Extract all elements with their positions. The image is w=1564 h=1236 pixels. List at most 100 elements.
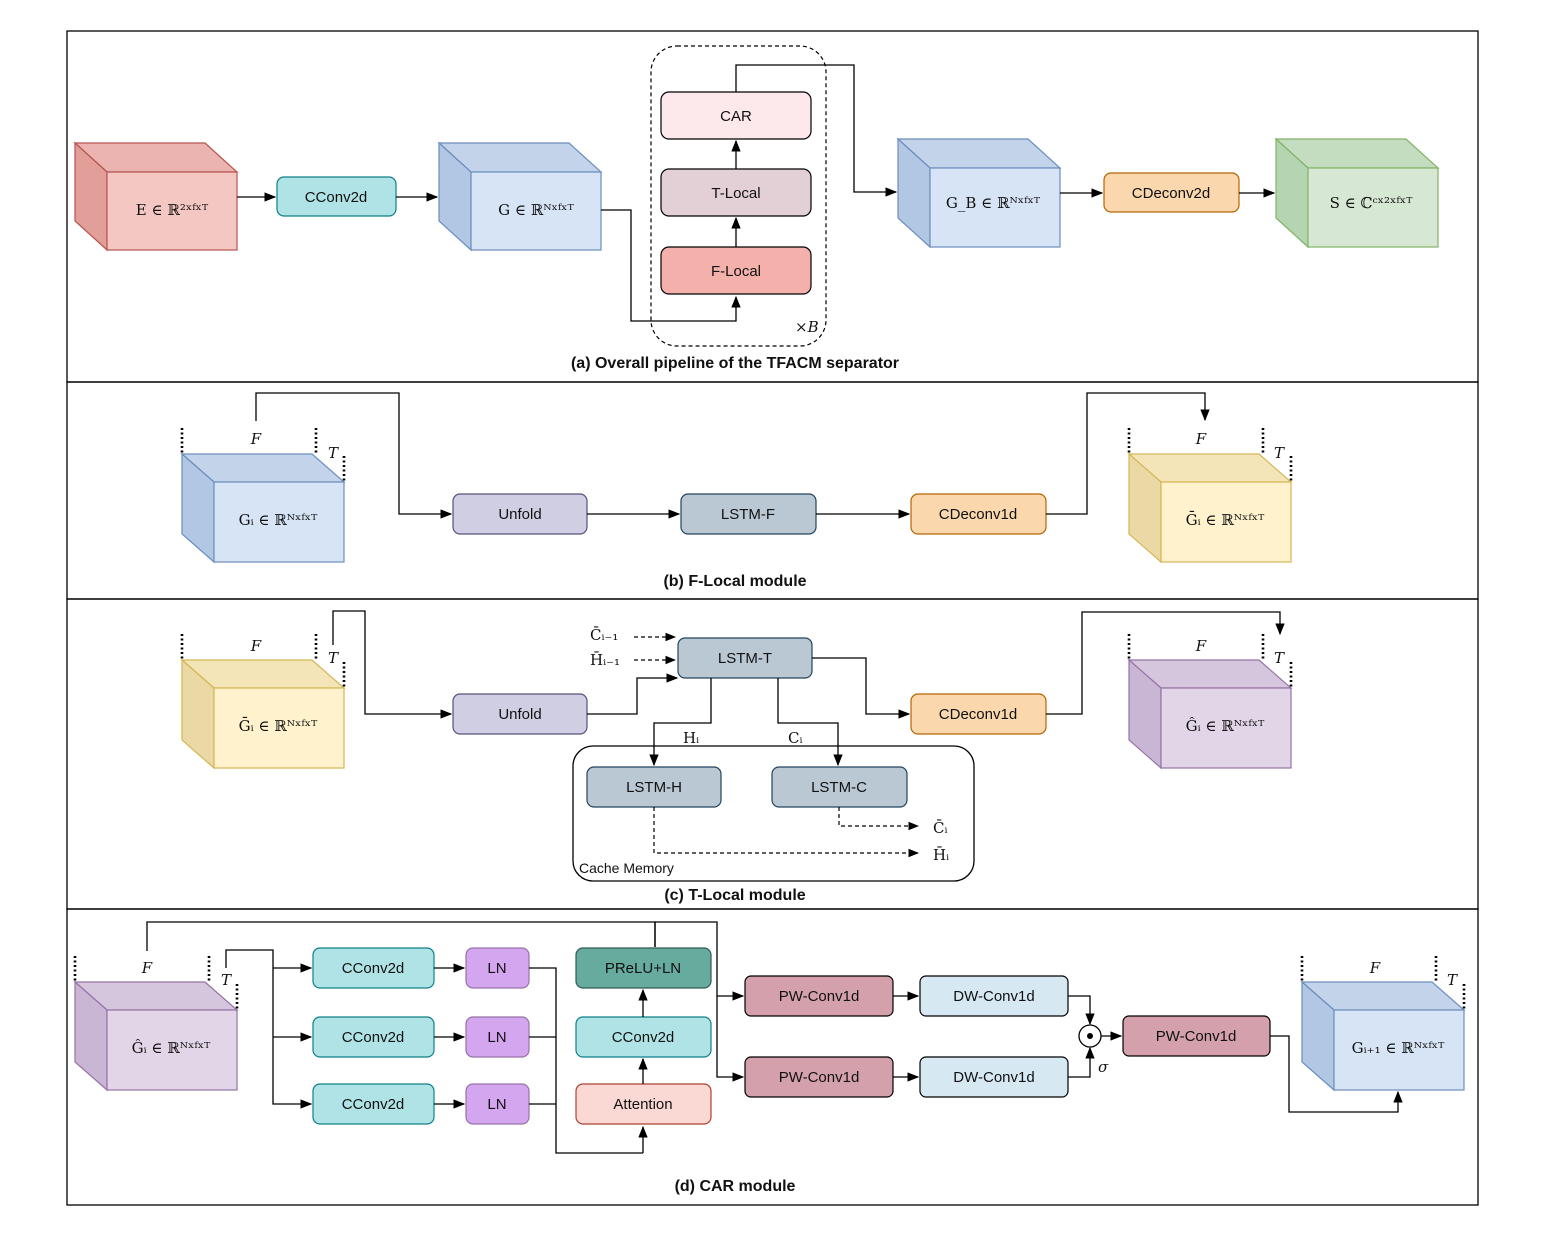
cdeconv2d-box: CDeconv2d [1103,172,1240,213]
c-out-dim-t: T [1274,649,1285,667]
b-out-dim-f: F [1195,430,1207,448]
pw-conv1d-top-label: PW-Conv1d [779,988,860,1005]
dw-conv1d-bottom-label: DW-Conv1d [953,1069,1034,1086]
gb-label: G_B ∈ ℝᴺˣᶠˣᵀ [946,194,1041,212]
b-cdeconv1d-label: CDeconv1d [939,506,1017,523]
output-s-label: S ∈ ℂᶜˣ²ˣᶠˣᵀ [1330,194,1413,212]
b-input-cube: F T Gᵢ ∈ ℝᴺˣᶠˣᵀ [180,428,346,564]
d-out-dim-f: F [1369,959,1381,977]
sigma-label: σ [1098,1058,1109,1076]
panel-c: F T Ḡᵢ ∈ ℝᴺˣᶠˣᵀ Unfold C̄ᵢ₋₁ H̄ᵢ₋₁ LSTM-… [180,610,1293,904]
b-cdeconv1d-box: CDeconv1d [910,493,1047,535]
car-label: CAR [720,108,752,125]
d-output-label: Gᵢ₊₁ ∈ ℝᴺˣᶠˣᵀ [1352,1039,1445,1057]
c-input-cube: F T Ḡᵢ ∈ ℝᴺˣᶠˣᵀ [180,634,346,770]
d-cconv2d-3-label: CConv2d [342,1096,405,1113]
c-output-cube: F T Ĝᵢ ∈ ℝᴺˣᶠˣᵀ [1127,634,1293,770]
dw-conv1d-top: DW-Conv1d [919,975,1069,1017]
b-in-dim-f: F [250,430,262,448]
panel-d: F T Ĝᵢ ∈ ℝᴺˣᶠˣᵀ CConv2d CConv2d CConv2d … [73,921,1466,1195]
lstm-f-label: LSTM-F [721,506,775,523]
c-in-dim-t: T [328,649,339,667]
c-cdeconv1d-box: CDeconv1d [910,693,1047,735]
d-cconv2d-1: CConv2d [312,947,435,989]
h-bar-label: H̄ᵢ [933,846,949,864]
d-ln-3-label: LN [487,1096,506,1113]
c-i-label: Cᵢ [788,729,803,747]
c-bar-label: C̄ᵢ [933,819,948,837]
output-s-cube: S ∈ ℂᶜˣ²ˣᶠˣᵀ [1274,137,1440,249]
lstm-c-box: LSTM-C [771,766,908,808]
c-prev-label: C̄ᵢ₋₁ [590,626,618,644]
d-ln-2-label: LN [487,1029,506,1046]
lstm-c-label: LSTM-C [811,779,867,796]
d-input-label: Ĝᵢ ∈ ℝᴺˣᶠˣᵀ [132,1039,211,1057]
t-local-label: T-Local [711,185,760,202]
pw-conv1d-top: PW-Conv1d [744,975,894,1017]
panel-a: E ∈ ℝ²ˣᶠˣᵀ CConv2d G ∈ ℝᴺˣᶠˣᵀ ×B CAR T-L… [73,45,1440,372]
t-local-box: T-Local [660,168,812,217]
prelu-ln-label: PReLU+LN [605,960,681,977]
g-label: G ∈ ℝᴺˣᶠˣᵀ [498,201,574,219]
panel-d-frame [66,908,1479,1206]
f-local-box: F-Local [660,246,812,295]
cconv2d-a-box: CConv2d [276,176,397,217]
f-local-label: F-Local [711,263,761,280]
d-ln-3: LN [465,1083,530,1125]
pw-conv1d-final: PW-Conv1d [1122,1015,1271,1057]
b-output-cube: F T Ḡᵢ ∈ ℝᴺˣᶠˣᵀ [1127,428,1293,564]
lstm-h-label: LSTM-H [626,779,682,796]
d-ln-1: LN [465,947,530,989]
h-prev-label: H̄ᵢ₋₁ [590,651,620,669]
input-e-cube: E ∈ ℝ²ˣᶠˣᵀ [73,141,239,252]
lstm-t-box: LSTM-T [677,637,813,679]
b-in-dim-t: T [328,444,339,462]
lstm-t-label: LSTM-T [718,650,772,667]
caption-c: (c) T-Local module [664,887,805,904]
b-unfold-label: Unfold [498,506,541,523]
c-unfold-label: Unfold [498,706,541,723]
d-in-dim-t: T [221,971,232,989]
gb-cube: G_B ∈ ℝᴺˣᶠˣᵀ [896,137,1062,249]
b-input-label: Gᵢ ∈ ℝᴺˣᶠˣᵀ [239,511,318,529]
caption-b: (b) F-Local module [663,573,806,590]
d-out-dim-t: T [1447,971,1458,989]
repeat-label: ×B [795,318,819,336]
d-ln-1-label: LN [487,960,506,977]
prelu-ln-box: PReLU+LN [575,947,712,989]
cache-memory-group [572,745,975,882]
c-in-dim-f: F [250,637,262,655]
dw-conv1d-bottom: DW-Conv1d [919,1056,1069,1098]
car-box: CAR [660,91,812,140]
d-cconv2d-2-label: CConv2d [342,1029,405,1046]
cache-memory-label: Cache Memory [579,860,674,876]
d-output-cube: F T Gᵢ₊₁ ∈ ℝᴺˣᶠˣᵀ [1300,956,1466,1092]
lstm-f-box: LSTM-F [680,493,817,535]
h-i-label: Hᵢ [683,729,699,747]
cdeconv2d-label: CDeconv2d [1132,185,1210,202]
input-e-label: E ∈ ℝ²ˣᶠˣᵀ [136,201,209,219]
lstm-h-box: LSTM-H [586,766,722,808]
d-cconv2d-3: CConv2d [312,1083,435,1125]
c-output-label: Ĝᵢ ∈ ℝᴺˣᶠˣᵀ [1186,717,1265,735]
g-cube: G ∈ ℝᴺˣᶠˣᵀ [437,141,603,252]
d-cconv2d-2: CConv2d [312,1016,435,1058]
c-input-label: Ḡᵢ ∈ ℝᴺˣᶠˣᵀ [239,717,318,735]
caption-a: (a) Overall pipeline of the TFACM separa… [571,355,899,372]
repeat-group [650,45,827,347]
attention-label: Attention [613,1096,672,1113]
elementwise-product-icon [1078,1024,1102,1048]
attention-box: Attention [575,1083,712,1125]
c-out-dim-f: F [1195,637,1207,655]
d-input-cube: F T Ĝᵢ ∈ ℝᴺˣᶠˣᵀ [73,956,239,1092]
pw-conv1d-bottom-label: PW-Conv1d [779,1069,860,1086]
b-out-dim-t: T [1274,444,1285,462]
d-cconv2d-mid: CConv2d [575,1016,712,1058]
d-cconv2d-1-label: CConv2d [342,960,405,977]
d-ln-2: LN [465,1016,530,1058]
c-unfold-box: Unfold [452,693,588,735]
pw-conv1d-bottom: PW-Conv1d [744,1056,894,1098]
cconv2d-a-label: CConv2d [305,189,368,206]
panel-b: F T Gᵢ ∈ ℝᴺˣᶠˣᵀ Unfold LSTM-F CDeconv1d … [180,392,1293,590]
